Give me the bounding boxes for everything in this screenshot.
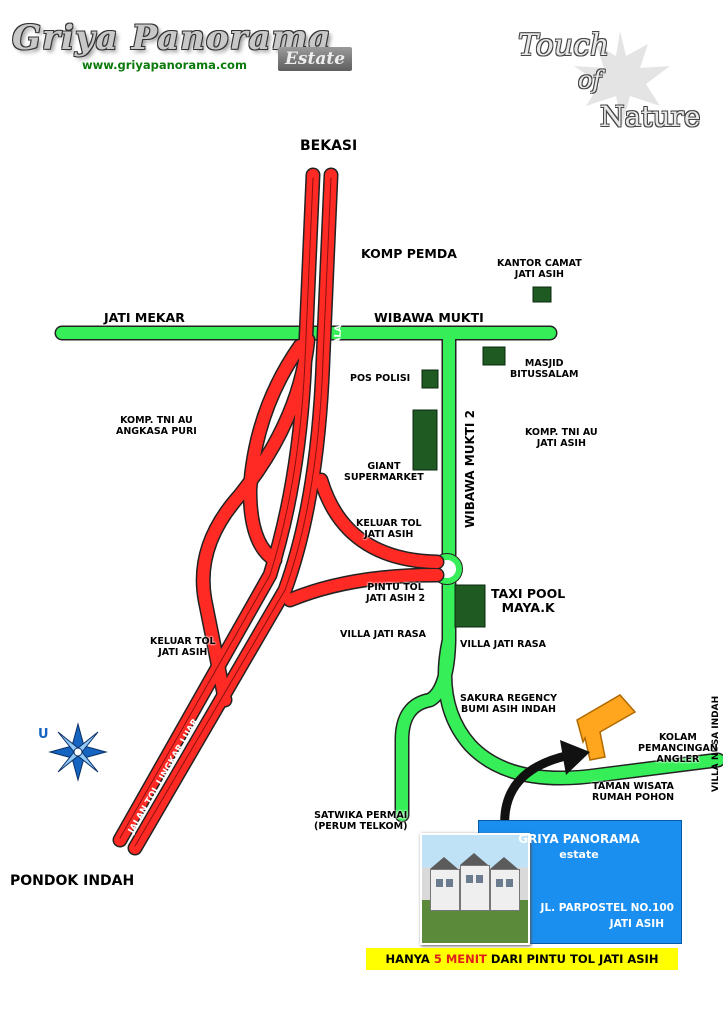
villa-nusa-indah-label: VILLA NUSA INDAH [711, 696, 721, 792]
compass-icon [48, 722, 108, 782]
tagline: Touch of Nature [500, 26, 710, 136]
label-satwika-permai: SATWIKA PERMAI(PERUM TELKOM) [314, 810, 408, 832]
toll-road-label-bottom: JALAN TOL LINGKAR LUAR [126, 717, 201, 836]
label-komp-pemda: KOMP PEMDA [361, 246, 457, 261]
arrow-icon [500, 740, 590, 835]
tagline-word-2: of [578, 66, 602, 94]
brand-url[interactable]: www.griyapanorama.com [82, 58, 247, 72]
house-photo [420, 833, 530, 945]
info-box-estate: estate [559, 848, 599, 861]
tagline-word-1: Touch [518, 28, 610, 63]
toll-roads [112, 167, 445, 856]
buildings [412, 286, 552, 628]
info-box-address-line-1: JL. PARPOSTEL NO.100 [540, 902, 674, 914]
label-wibawa-mukti: WIBAWA MUKTI [374, 310, 484, 325]
label-jati-mekar: JATI MEKAR [104, 310, 185, 325]
promo-text-before: HANYA [385, 952, 434, 966]
promo-banner: HANYA 5 MENIT DARI PINTU TOL JATI ASIH [366, 948, 678, 970]
tagline-word-3: Nature [600, 100, 701, 133]
destination-marker [576, 694, 637, 761]
promo-highlight: 5 MENIT [433, 952, 487, 966]
label-pos-polisi: POS POLISI [350, 373, 411, 384]
building-kantor-camat [532, 286, 552, 303]
info-box-name: GRIYA PANORAMA [518, 832, 640, 846]
label-bekasi: BEKASI [300, 138, 358, 154]
building-taxi-pool [454, 584, 486, 628]
building-pos-polisi [421, 369, 439, 389]
compass-north-letter: U [38, 727, 49, 742]
label-villa-jati-rasa-right: VILLA JATI RASA [460, 639, 546, 650]
wibawa-mukti-2-label: WIBAWA MUKTI 2 [463, 410, 477, 528]
maple-leaf-icon [574, 31, 670, 126]
info-box-address-line-2: JATI ASIH [609, 918, 664, 930]
brand-title: Griya Panorama [12, 18, 332, 58]
building-giant [412, 409, 438, 471]
label-pondok-indah: PONDOK INDAH [10, 873, 135, 889]
building-masjid [482, 346, 506, 366]
brand-estate-badge: Estate [278, 47, 352, 71]
label-villa-jati-rasa-left: VILLA JATI RASA [340, 629, 426, 640]
promo-text-after: DARI PINTU TOL JATI ASIH [486, 952, 659, 966]
